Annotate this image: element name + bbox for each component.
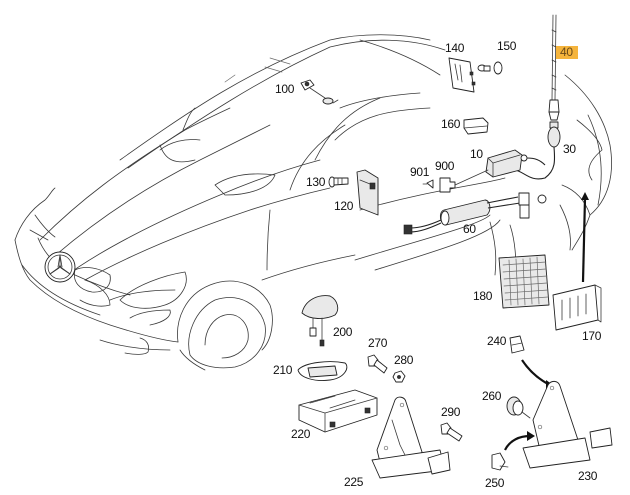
part-label-225[interactable]: 225 — [344, 475, 364, 489]
arrow-head-icon — [581, 192, 589, 200]
part-30-antenna-base[interactable] — [514, 121, 561, 180]
part-100-sensor[interactable] — [300, 79, 339, 105]
part-label-160[interactable]: 160 — [441, 117, 461, 131]
part-280-nut[interactable] — [392, 370, 406, 383]
part-label-210[interactable]: 210 — [273, 363, 293, 377]
part-240-clip[interactable] — [509, 335, 525, 354]
part-250-clip[interactable] — [491, 452, 509, 471]
assembly-arrow-240 — [521, 359, 551, 386]
part-900-connector[interactable] — [439, 169, 489, 193]
part-200-roof-antenna[interactable] — [301, 295, 339, 347]
part-label-900[interactable]: 900 — [435, 159, 455, 173]
part-label-230[interactable]: 230 — [578, 469, 598, 483]
part-label-250[interactable]: 250 — [485, 476, 505, 490]
part-130-screw[interactable] — [328, 176, 349, 188]
part-label-40[interactable]: 40 — [556, 46, 578, 59]
part-120-bracket[interactable] — [356, 169, 379, 216]
part-label-270[interactable]: 270 — [368, 336, 388, 350]
part-225-bracket[interactable] — [371, 396, 451, 479]
part-label-260[interactable]: 260 — [482, 389, 502, 403]
part-170-relay-box[interactable] — [552, 284, 602, 331]
part-150-clip[interactable] — [477, 61, 503, 75]
part-10-module[interactable] — [485, 149, 546, 178]
part-label-100[interactable]: 100 — [275, 82, 295, 96]
logo-emblem-icon — [44, 251, 76, 283]
part-label-150[interactable]: 150 — [497, 39, 517, 53]
part-label-180[interactable]: 180 — [473, 289, 493, 303]
part-label-290[interactable]: 290 — [441, 405, 461, 419]
part-label-170[interactable]: 170 — [582, 329, 602, 343]
part-label-200[interactable]: 200 — [333, 325, 353, 339]
part-label-280[interactable]: 280 — [394, 353, 414, 367]
part-901-terminal[interactable] — [422, 179, 434, 189]
arrow-head-icon — [527, 431, 535, 441]
assembly-arrow — [581, 197, 587, 283]
part-label-901[interactable]: 901 — [410, 165, 430, 179]
part-160-relay[interactable] — [463, 117, 489, 135]
part-40-antenna-mast[interactable] — [548, 14, 560, 121]
part-label-10[interactable]: 10 — [470, 147, 483, 161]
part-60-cable-harness[interactable] — [403, 192, 547, 235]
part-label-240[interactable]: 240 — [487, 334, 507, 348]
part-210-gasket[interactable] — [297, 361, 348, 381]
part-260-cap[interactable] — [506, 396, 531, 419]
part-label-120[interactable]: 120 — [334, 199, 354, 213]
part-290-bolt[interactable] — [440, 422, 463, 442]
part-140-control-unit[interactable] — [448, 57, 476, 93]
part-label-60[interactable]: 60 — [463, 222, 476, 236]
part-230-bracket[interactable] — [522, 380, 613, 469]
part-label-220[interactable]: 220 — [291, 427, 311, 441]
part-270-bolt[interactable] — [367, 354, 388, 374]
part-180-fuse-box[interactable] — [498, 254, 550, 309]
part-220-module[interactable] — [298, 389, 378, 433]
part-label-30[interactable]: 30 — [563, 142, 576, 156]
part-label-140[interactable]: 140 — [445, 41, 465, 55]
part-label-130[interactable]: 130 — [306, 175, 326, 189]
